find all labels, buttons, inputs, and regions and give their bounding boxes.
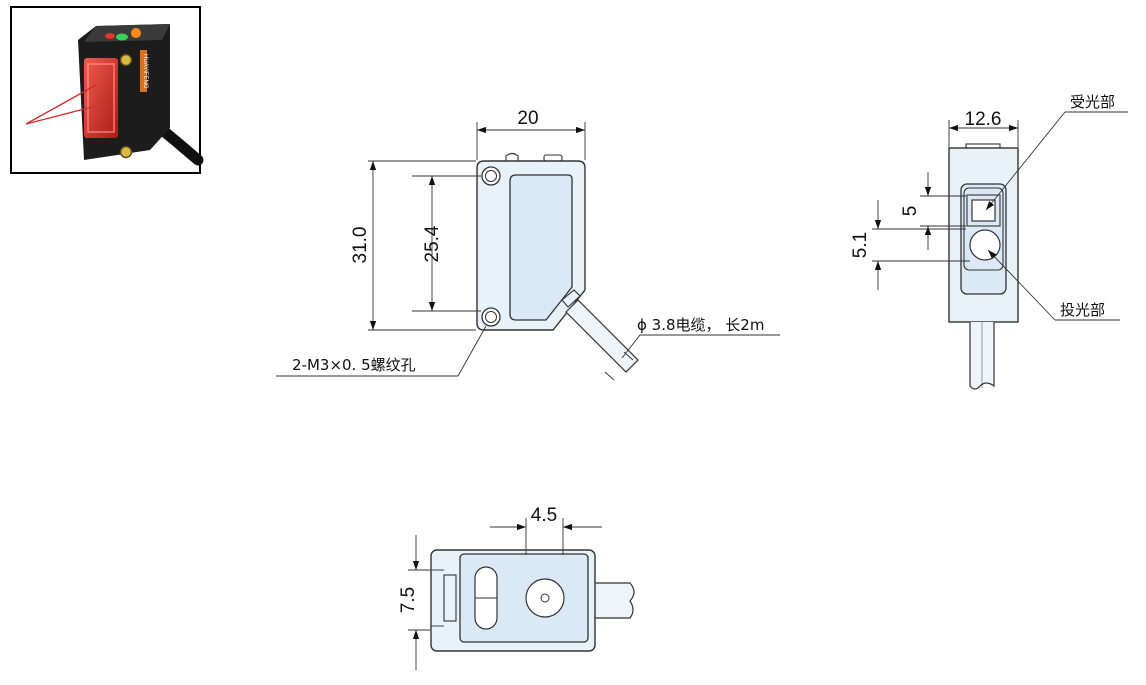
front-lens-window <box>509 174 573 321</box>
front-hole-top-thread <box>485 170 497 182</box>
front-cable-boot <box>561 289 581 308</box>
front-hole-top <box>481 166 501 186</box>
side-emitter <box>969 229 1001 261</box>
thread-holes-leader <box>276 325 487 377</box>
bottom-side-tab <box>443 574 457 622</box>
front-hole-bottom-thread <box>485 311 497 323</box>
photo-brand-text: HUAYIFENG <box>142 54 148 89</box>
cable-label: ϕ 3.8电缆， 长2m <box>637 316 764 334</box>
bottom-round-lens-center <box>540 593 550 603</box>
bottom-cable <box>593 582 635 619</box>
photo-lens <box>84 58 118 138</box>
thread-holes-label: 2-M3×0. 5螺纹孔 <box>292 356 416 374</box>
emitter-leader <box>987 249 1056 321</box>
product-photo: HUAYIFENG <box>10 6 204 174</box>
dim-side-width-label: 12.6 <box>965 109 1002 130</box>
dim-receiver-label: 5 <box>900 206 921 217</box>
photo-laser-beam-2 <box>25 105 97 125</box>
front-top-nub <box>505 152 519 161</box>
receiver-label: 受光部 <box>1070 93 1115 111</box>
photo-laser-beam-1 <box>25 84 97 125</box>
photo-top-face <box>84 24 170 42</box>
photo-screw-bottom <box>119 145 133 159</box>
dim-hole-pitch-label: 25.4 <box>422 225 443 262</box>
bottom-view: 4.5 7.5 <box>398 505 635 670</box>
dim-bottom-spacing-label: 4.5 <box>531 505 557 526</box>
front-cable <box>565 299 639 373</box>
dim-front-height-label: 31.0 <box>350 227 371 264</box>
cable-leader <box>621 334 780 359</box>
photo-screw-top <box>119 53 133 67</box>
side-view: 12.6 5 5.1 受光部 投光部 <box>850 93 1128 390</box>
front-top-indicator <box>543 154 563 162</box>
dim-emitter-label: 5.1 <box>850 232 871 258</box>
photo-brand-strip <box>140 50 147 92</box>
photo-button <box>131 28 141 38</box>
photo-indicator-red <box>105 33 115 39</box>
photo-indicator-green <box>116 33 128 41</box>
receiver-leader <box>985 111 1066 211</box>
dim-bottom-height-label: 7.5 <box>398 587 419 613</box>
front-view: 20 31.0 25.4 2-M3×0. 5螺纹孔 ϕ 3.8电缆， 长2m <box>276 108 780 381</box>
emitter-label: 投光部 <box>1060 301 1105 319</box>
dim-front-width-label: 20 <box>517 108 538 129</box>
photo-lens-frame <box>87 63 115 133</box>
front-hole-bottom <box>481 307 501 327</box>
side-receiver-outer <box>966 194 1001 227</box>
